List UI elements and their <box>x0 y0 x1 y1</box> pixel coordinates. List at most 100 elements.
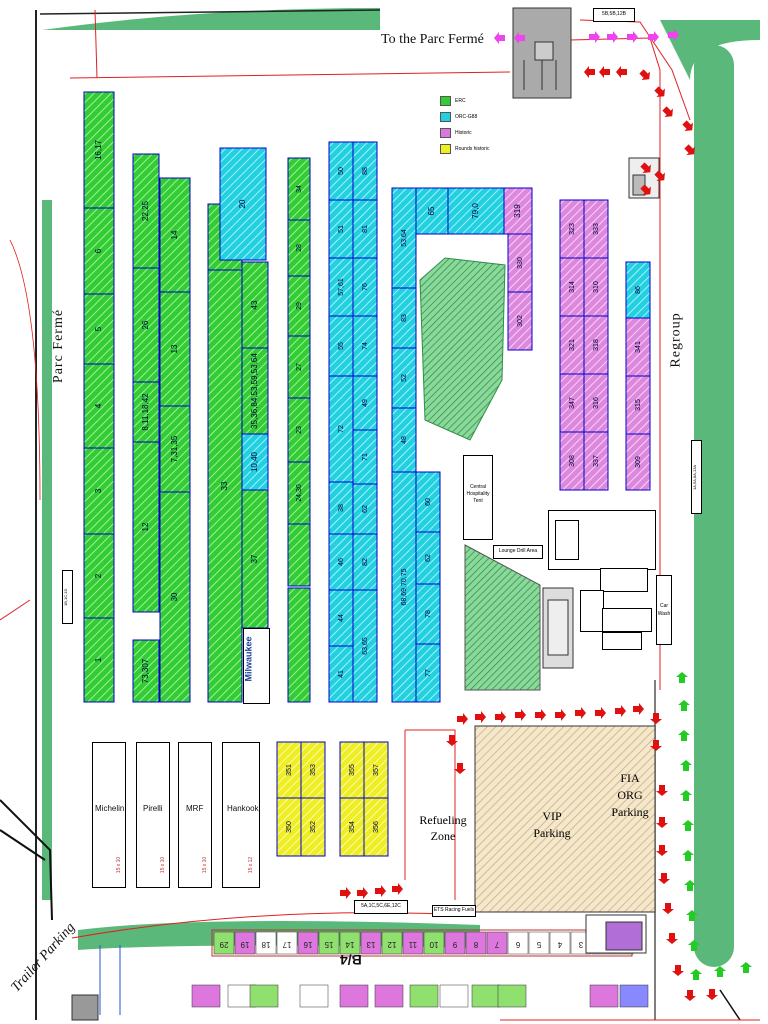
slot-number: 7 <box>494 940 499 949</box>
service-plot: 68,69,70,75 <box>391 471 417 703</box>
slot-number: 8 <box>473 940 478 949</box>
service-plot <box>287 523 311 587</box>
service-plot: 57,61 <box>328 257 354 317</box>
service-block-inner <box>602 608 652 632</box>
plot-number: 330 <box>517 257 524 269</box>
plot-number: 81 <box>362 225 369 233</box>
traffic-arrow <box>676 672 688 683</box>
plot-number: 76 <box>362 283 369 291</box>
traffic-arrow <box>660 104 677 121</box>
slot-number: 17 <box>282 940 291 949</box>
service-plot: 37 <box>241 489 269 629</box>
regroup-label: Regroup <box>668 312 684 368</box>
slot-number: 16 <box>303 940 312 949</box>
plot-number: 74 <box>362 342 369 350</box>
plot-number: 30 <box>170 592 179 601</box>
plot-number: 4 <box>94 403 103 408</box>
service-plot: 353 <box>300 741 326 799</box>
service-plot: 78 <box>415 583 441 645</box>
traffic-arrow <box>555 709 566 721</box>
parc-ferme-label: Parc Fermé <box>51 308 67 384</box>
legend-label: ERC <box>455 98 466 104</box>
plot-number: 323 <box>569 223 576 235</box>
plot-number: 357 <box>373 764 380 776</box>
slot-number: 3 <box>578 940 583 949</box>
plot-number: 62 <box>362 505 369 513</box>
parked-vehicle <box>191 984 221 1008</box>
traffic-arrow <box>495 711 506 723</box>
info-box-right: 1A,5A,8A,13A <box>691 440 702 514</box>
plot-number: 57,61 <box>338 278 345 296</box>
service-plot: 76 <box>352 257 378 317</box>
bottom-slot: 8 <box>465 931 487 955</box>
service-plot: 46 <box>328 533 354 591</box>
plot-number: 333 <box>593 223 600 235</box>
plot-number: 26 <box>141 320 150 329</box>
legend-label: Rounds historic <box>455 146 490 152</box>
service-plot: 86 <box>625 261 651 319</box>
plot-number: 86 <box>635 286 642 294</box>
tire-tent-size: 15 x 10 <box>116 856 123 874</box>
plot-number: 351 <box>286 764 293 776</box>
legend-rounds: Rounds historic <box>440 144 489 154</box>
plot-number: 314 <box>569 281 576 293</box>
service-plot: 83 <box>391 287 417 349</box>
service-plot: 352 <box>300 797 326 857</box>
plot-number: 34 <box>296 185 303 193</box>
slot-number: 11 <box>408 940 417 949</box>
service-plot: 74 <box>352 315 378 377</box>
vip-parking-area <box>474 725 656 913</box>
service-plot: 308 <box>559 431 585 491</box>
plot-number: 341 <box>635 341 642 353</box>
service-plot: 323 <box>559 199 585 259</box>
plot-number: 337 <box>593 455 600 467</box>
bottom-slot: 11 <box>402 931 424 955</box>
plot-number: 60 <box>425 498 432 506</box>
service-plot: 55 <box>328 315 354 377</box>
plot-number: 82 <box>362 558 369 566</box>
info-box-top: 5B,5B,12B <box>593 8 635 22</box>
traffic-arrow <box>633 703 644 715</box>
milwaukee-plot <box>243 628 270 704</box>
plot-number: 65 <box>427 206 436 215</box>
service-plot: 72 <box>328 375 354 483</box>
traffic-arrow <box>494 32 505 44</box>
service-plot: 2 <box>83 533 115 619</box>
refueling-zone-label: Refueling Zone <box>419 813 467 843</box>
parked-vehicle <box>619 984 649 1008</box>
traffic-arrow <box>375 885 386 897</box>
service-plot: 24,30 <box>287 461 311 525</box>
fia-org-parking-label: FIA ORG Parking <box>611 771 649 819</box>
to-parc-ferme-label: To the Parc Fermé <box>381 32 484 47</box>
legend-swatch <box>440 144 451 154</box>
slot-number: 9 <box>452 940 457 949</box>
slot-number: 29 <box>219 940 228 949</box>
slot-number: 14 <box>345 940 354 949</box>
service-plot: 88 <box>352 141 378 201</box>
plot-number: 22,25 <box>141 200 150 221</box>
info-box-left: 1B,1C,1D <box>62 570 73 624</box>
tire-tent-size: 15 x 12 <box>248 856 255 874</box>
info-box-bottom: 5A,1C,5C,6E,12C <box>354 900 408 914</box>
car-wash: Car Wash <box>656 575 672 645</box>
plot-number: 48 <box>401 436 408 444</box>
service-plot: 14 <box>159 177 191 293</box>
parked-vehicle <box>374 984 404 1008</box>
plot-number: 356 <box>373 821 380 833</box>
central-hospitality-tent: Central Hospitality Tent <box>463 455 493 540</box>
service-plot: 333 <box>583 199 609 259</box>
traffic-arrow <box>627 31 638 43</box>
plot-number: 318 <box>593 339 600 351</box>
plot-number: 62 <box>425 554 432 562</box>
tire-tent-size: 15 x 10 <box>202 856 209 874</box>
plot-number: 23 <box>296 426 303 434</box>
bottom-slot: 14 <box>339 931 361 955</box>
plot-number: 37 <box>250 554 259 563</box>
traffic-arrow <box>650 713 662 724</box>
traffic-arrow <box>475 711 486 723</box>
traffic-arrow <box>616 66 627 78</box>
plot-number: 1 <box>94 657 103 662</box>
tech-vehicle <box>605 921 643 951</box>
plot-number: 354 <box>349 821 356 833</box>
